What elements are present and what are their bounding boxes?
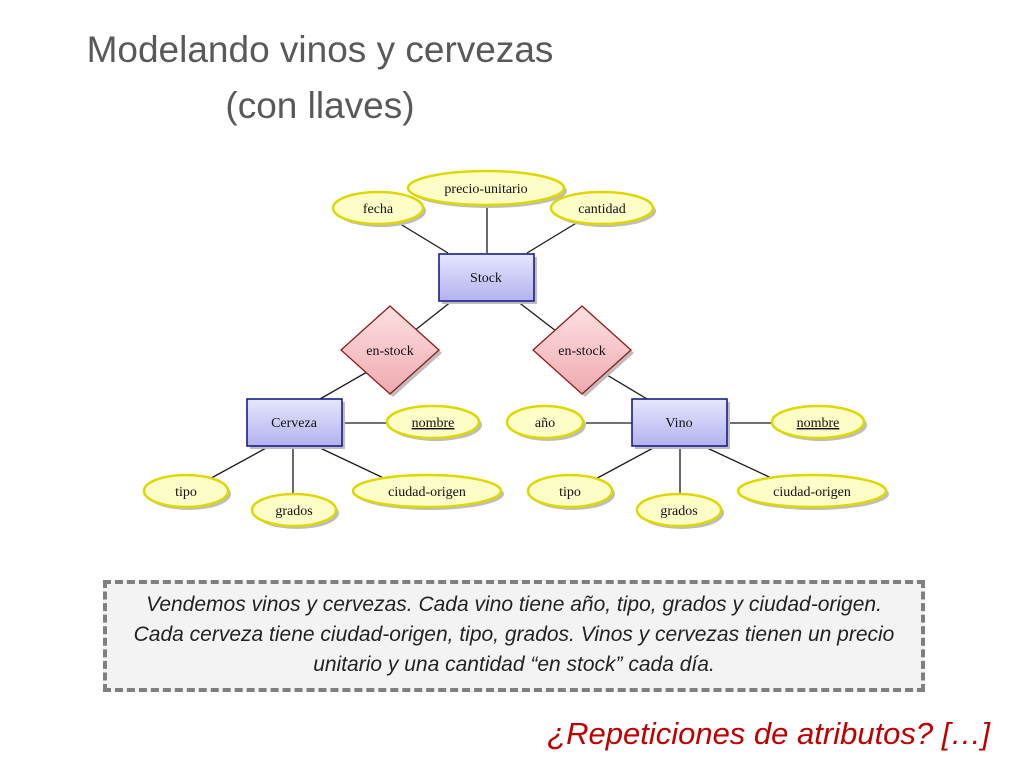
line-rel-right-vino xyxy=(601,371,648,400)
line-cerveza-ciudad xyxy=(317,446,393,483)
attribute-label: cantidad xyxy=(578,202,625,217)
line-rel-left-cerveza xyxy=(319,371,368,400)
line-stock-cantidad xyxy=(526,221,579,254)
attribute-vino-ciudad-origen: ciudad-origen xyxy=(736,473,889,510)
attribute-label: año xyxy=(535,416,555,431)
attribute-cerveza-ciudad-origen: ciudad-origen xyxy=(351,473,504,510)
attribute-label: tipo xyxy=(175,485,197,500)
entity-vino: Vino xyxy=(631,398,730,449)
attribute-label: tipo xyxy=(559,485,581,500)
question-text: ¿Repeticiones de atributos? […] xyxy=(547,716,990,751)
relationship-label: en-stock xyxy=(558,344,605,359)
attribute-vino-anio: año xyxy=(505,404,586,441)
description-box: Vendemos vinos y cervezas. Cada vino tie… xyxy=(103,580,925,692)
attribute-cerveza-grados: grados xyxy=(250,492,339,529)
attribute-label: grados xyxy=(275,504,312,519)
slide-title: Modelando vinos y cervezas (con llaves) xyxy=(0,22,640,134)
description-text: Vendemos vinos y cervezas. Cada vino tie… xyxy=(133,593,895,676)
relationship-en-stock-left: en-stock xyxy=(340,305,442,397)
line-vino-tipo xyxy=(589,446,656,483)
attribute-label: ciudad-origen xyxy=(773,485,851,500)
entity-cerveza: Cerveza xyxy=(246,398,345,449)
entity-label: Stock xyxy=(470,271,502,286)
line-cerveza-tipo xyxy=(203,446,269,483)
attribute-label: precio-unitario xyxy=(444,182,527,197)
er-diagram: fecha precio-unitario cantidad nombre ti… xyxy=(142,169,889,529)
attribute-vino-nombre: nombre xyxy=(770,404,867,441)
line-vino-ciudad xyxy=(704,446,781,483)
title-line-2: (con llaves) xyxy=(225,85,415,126)
attribute-key-label: nombre xyxy=(797,416,840,431)
relationship-label: en-stock xyxy=(366,344,413,359)
entity-stock: Stock xyxy=(438,253,537,304)
entity-label: Cerveza xyxy=(271,416,318,431)
attribute-stock-precio-unitario: precio-unitario xyxy=(406,169,567,208)
attribute-cerveza-tipo: tipo xyxy=(142,473,231,510)
line-stock-rel-left xyxy=(413,300,453,332)
attribute-label: fecha xyxy=(363,202,394,217)
attribute-stock-fecha: fecha xyxy=(331,190,426,227)
attribute-cerveza-nombre: nombre xyxy=(385,404,482,441)
line-stock-fecha xyxy=(396,221,449,254)
attribute-key-label: nombre xyxy=(412,416,455,431)
attribute-vino-tipo: tipo xyxy=(526,473,615,510)
attribute-label: ciudad-origen xyxy=(388,485,466,500)
entity-label: Vino xyxy=(665,416,692,431)
relationship-en-stock-right: en-stock xyxy=(532,305,634,397)
attribute-stock-cantidad: cantidad xyxy=(549,190,656,227)
attribute-vino-grados: grados xyxy=(635,492,724,529)
connector-lines xyxy=(203,206,781,497)
attribute-label: grados xyxy=(660,504,697,519)
line-stock-rel-right xyxy=(516,300,557,332)
title-line-1: Modelando vinos y cervezas xyxy=(86,29,554,70)
